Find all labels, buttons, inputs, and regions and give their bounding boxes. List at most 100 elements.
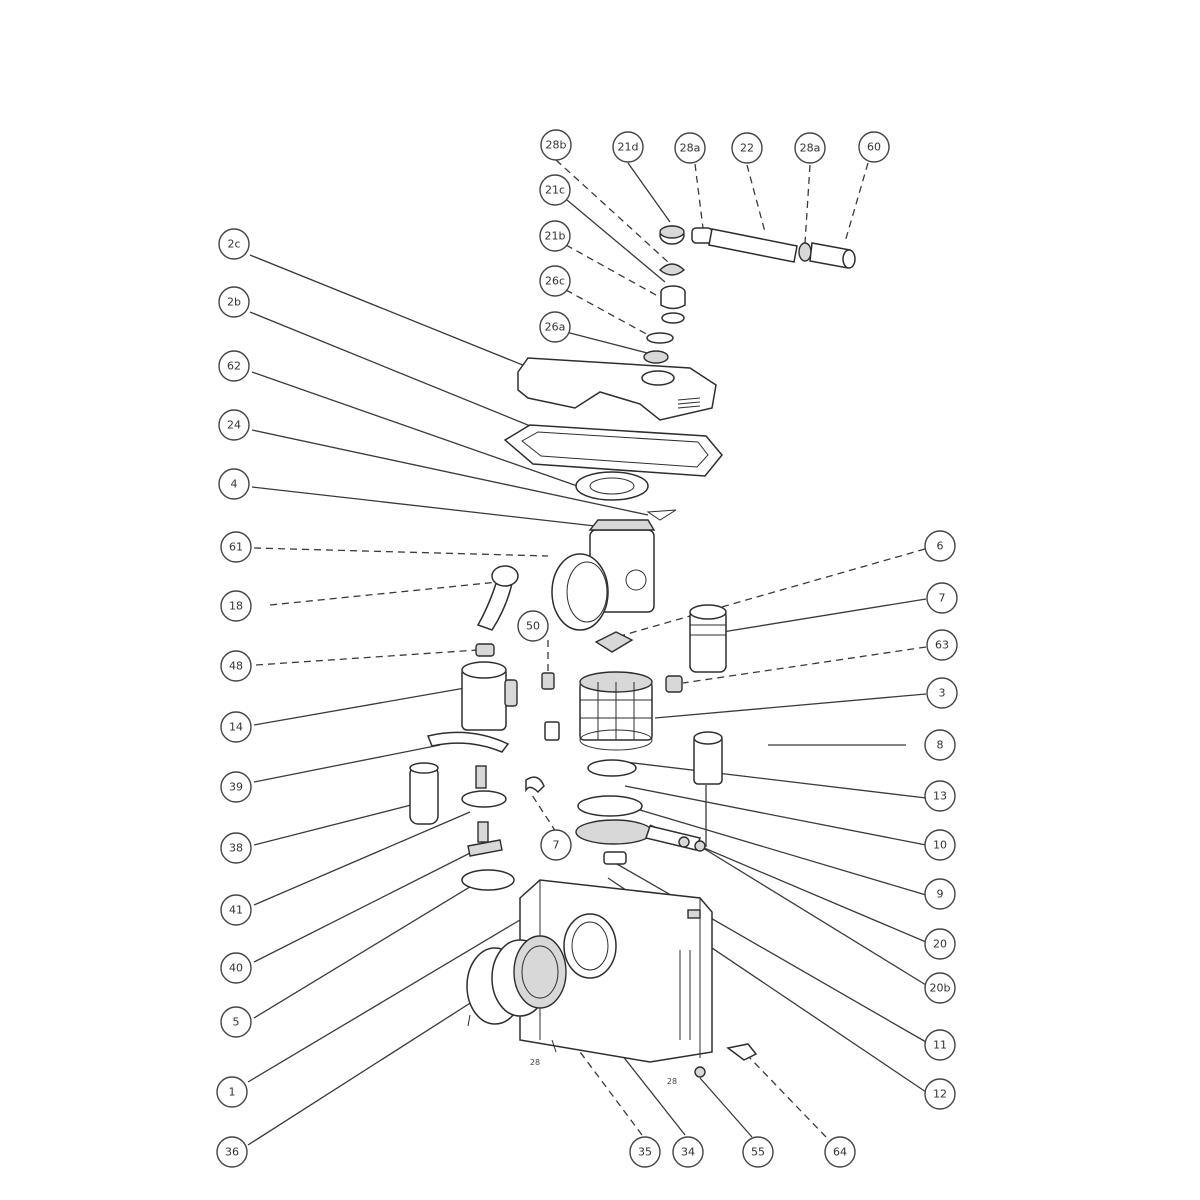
- lid-cover: [517, 357, 717, 421]
- callout-50-text: 50: [526, 620, 540, 633]
- callout-28a-right: 28a: [794, 132, 826, 164]
- callout-50: 50: [517, 610, 549, 642]
- callout-48: 48: [220, 650, 252, 682]
- callout-10-text: 10: [933, 839, 947, 852]
- callout-48-text: 48: [229, 660, 243, 673]
- clip-part: [594, 631, 634, 653]
- callout-8-text: 8: [937, 739, 944, 752]
- callout-20b-text: 20b: [930, 982, 951, 995]
- callout-5-text: 5: [233, 1016, 240, 1029]
- callout-26a-text: 26a: [545, 321, 566, 334]
- callout-22-text: 22: [740, 142, 754, 155]
- callout-61: 61: [220, 531, 252, 563]
- flange-plate: [575, 819, 653, 845]
- callout-64-text: 64: [833, 1146, 847, 1159]
- callout-60: 60: [858, 131, 890, 163]
- callout-3-text: 3: [939, 687, 946, 700]
- callout-21c: 21c: [539, 174, 571, 206]
- callout-20b: 20b: [924, 972, 956, 1004]
- callout-28a-right-text: 28a: [800, 142, 821, 155]
- callout-8: 8: [924, 729, 956, 761]
- callout-13: 13: [924, 780, 956, 812]
- callout-18-text: 18: [229, 600, 243, 613]
- callout-21b: 21b: [539, 220, 571, 252]
- callout-12-text: 12: [933, 1088, 947, 1101]
- callout-14: 14: [220, 711, 252, 743]
- callout-40-text: 40: [229, 962, 243, 975]
- spring-clip: [467, 839, 503, 857]
- callout-62-text: 62: [227, 360, 241, 373]
- callout-6-text: 6: [937, 540, 944, 553]
- callout-60-text: 60: [867, 141, 881, 154]
- outlet-pipe-assembly: [643, 225, 856, 364]
- callout-11-text: 11: [933, 1039, 947, 1052]
- callout-26a: 26a: [539, 311, 571, 343]
- callout-2b-text: 2b: [227, 296, 241, 309]
- callout-21d-text: 21d: [618, 141, 639, 154]
- callout-24: 24: [218, 409, 250, 441]
- top-seal: [575, 471, 649, 501]
- float-tube: [409, 765, 439, 825]
- callout-18: 18: [220, 590, 252, 622]
- filter-cage: [579, 671, 653, 751]
- callout-28a-top-text: 28a: [680, 142, 701, 155]
- small-connector: [475, 643, 495, 657]
- callout-35: 35: [629, 1136, 661, 1168]
- callout-2c-text: 2c: [227, 238, 240, 251]
- callout-61-text: 61: [229, 541, 243, 554]
- callout-26c: 26c: [539, 265, 571, 297]
- seal-ring: [587, 759, 637, 777]
- callout-7-top-text: 7: [939, 592, 946, 605]
- motor-housing: [551, 519, 656, 631]
- callout-28a-top: 28a: [674, 132, 706, 164]
- callout-22: 22: [731, 132, 763, 164]
- callout-40: 40: [220, 952, 252, 984]
- callout-6: 6: [924, 530, 956, 562]
- callout-62: 62: [218, 350, 250, 382]
- callout-38-text: 38: [229, 842, 243, 855]
- svg-text:28: 28: [530, 1058, 540, 1067]
- callout-39: 39: [220, 771, 252, 803]
- callout-9: 9: [924, 878, 956, 910]
- callout-labels: 28b 21d 28a 22 28a 60 21c 21b 26c 26a 2c…: [216, 129, 958, 1168]
- callout-21b-text: 21b: [545, 230, 566, 243]
- callout-64: 64: [824, 1136, 856, 1168]
- callout-41-text: 41: [229, 904, 243, 917]
- callout-34-text: 34: [681, 1146, 695, 1159]
- callout-55-text: 55: [751, 1146, 765, 1159]
- callout-55: 55: [742, 1136, 774, 1168]
- callout-38: 38: [220, 832, 252, 864]
- callout-4: 4: [218, 468, 250, 500]
- callout-14-text: 14: [229, 721, 243, 734]
- callout-35-text: 35: [638, 1146, 652, 1159]
- callout-10: 10: [924, 829, 956, 861]
- main-tank: [519, 879, 713, 1063]
- callout-21c-text: 21c: [545, 184, 565, 197]
- callout-4-text: 4: [231, 478, 238, 491]
- callout-28b: 28b: [540, 129, 572, 161]
- callout-12: 12: [924, 1078, 956, 1110]
- lid-gasket: [503, 424, 723, 477]
- callout-28b-text: 28b: [546, 139, 567, 152]
- callout-1-text: 1: [229, 1086, 236, 1099]
- impeller-plate: [461, 790, 507, 808]
- callout-26c-text: 26c: [545, 275, 565, 288]
- callout-7-mid: 7: [540, 829, 572, 861]
- callout-20: 20: [924, 928, 956, 960]
- callout-2b: 2b: [218, 286, 250, 318]
- gasket-ring: [577, 795, 643, 817]
- callout-7-top: 7: [926, 582, 958, 614]
- callout-63-text: 63: [935, 639, 949, 652]
- callout-24-text: 24: [227, 419, 241, 432]
- callout-2c: 2c: [218, 228, 250, 260]
- base-ring: [461, 869, 515, 891]
- callout-13-text: 13: [933, 790, 947, 803]
- bracket-ring: [426, 731, 510, 753]
- callout-36-text: 36: [225, 1146, 239, 1159]
- callout-1: 1: [216, 1076, 248, 1108]
- callout-36: 36: [216, 1136, 248, 1168]
- callout-21d: 21d: [612, 131, 644, 163]
- callout-20-text: 20: [933, 938, 947, 951]
- callout-5: 5: [220, 1006, 252, 1038]
